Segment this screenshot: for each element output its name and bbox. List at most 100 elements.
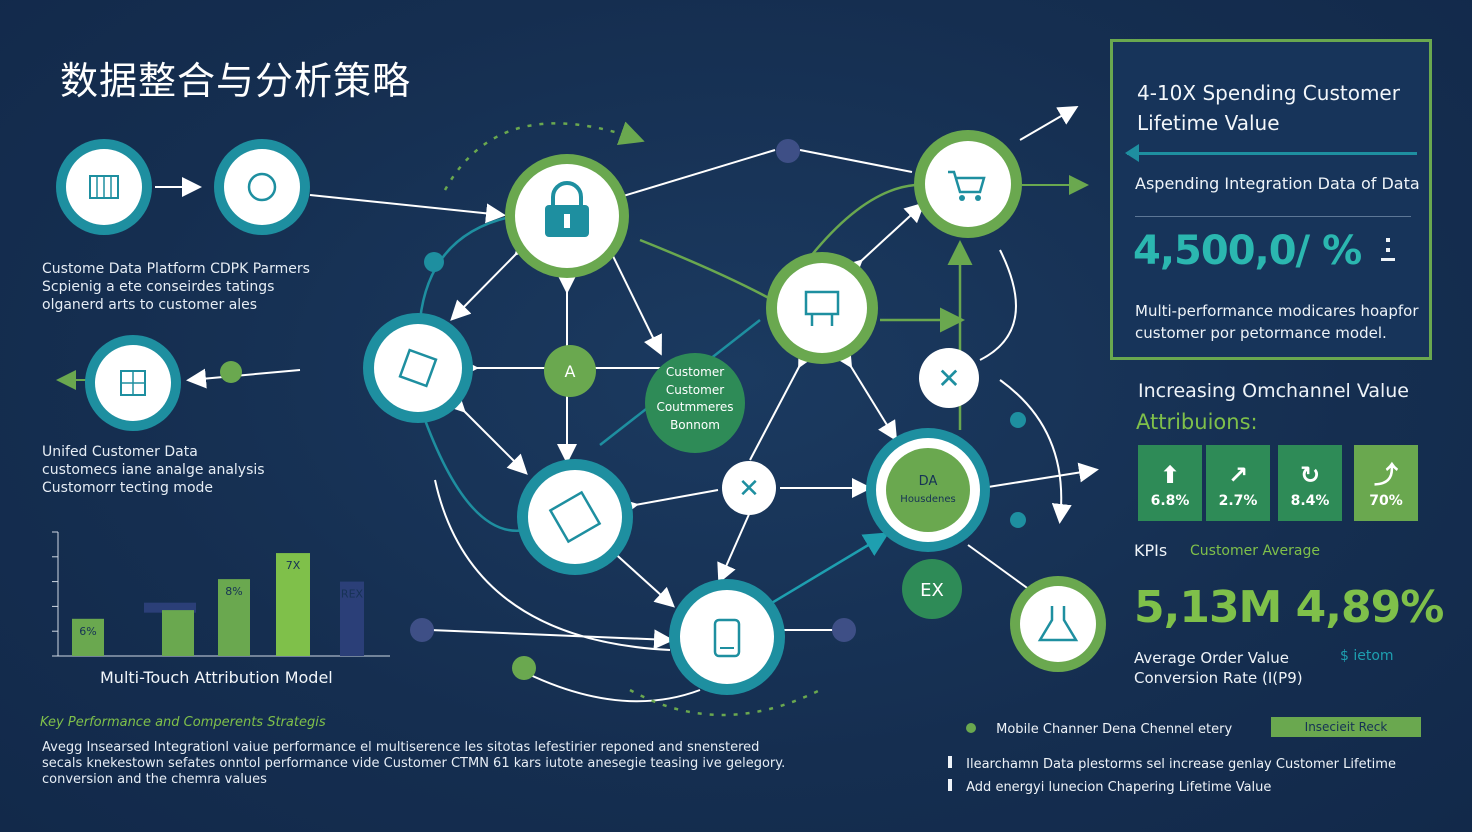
bottom-heading: Key Performance and Comperents Strategis bbox=[40, 715, 326, 730]
node-dx-label-2: Housdenes bbox=[900, 494, 955, 505]
stat-tile-1: ⬆ 6.8% bbox=[1138, 445, 1202, 521]
bottom-line-2: secals knekestown sefates onntol perform… bbox=[42, 756, 786, 771]
bullet-icon bbox=[948, 756, 952, 768]
trend-icon: ⤴ bbox=[1374, 461, 1398, 489]
stat-tile-4-value: 70% bbox=[1369, 493, 1403, 509]
bottom-paragraph: Avegg Insearsed Integrationl vaiue perfo… bbox=[42, 740, 842, 788]
chart-bar bbox=[276, 553, 310, 656]
node-ex-label: EX bbox=[920, 580, 944, 601]
chart-bar-label: 7X bbox=[286, 559, 301, 572]
node-table bbox=[85, 335, 181, 431]
kpi-sub-line-2: Conversion Rate (I(P9) bbox=[1134, 669, 1303, 687]
bullet-2-text: Add energyi lunecion Chapering Lifetime … bbox=[966, 780, 1272, 795]
panel-divider bbox=[1135, 216, 1411, 217]
node-mobile bbox=[669, 579, 785, 695]
dot-node bbox=[832, 618, 856, 642]
chart-bar-label: REX bbox=[341, 588, 364, 601]
stat-tile-3: ↻ 8.4% bbox=[1278, 445, 1342, 521]
stat-tile-1-value: 6.8% bbox=[1150, 493, 1190, 509]
left-text-block-2: Unifed Customer Data customecs iane anal… bbox=[42, 443, 265, 497]
legend-dot-icon bbox=[966, 723, 976, 733]
dot-node bbox=[410, 618, 434, 642]
panel-list-icon bbox=[1381, 238, 1395, 261]
stat-tile-4: ⤴ 70% bbox=[1354, 445, 1418, 521]
left-text-1-line-1: Custome Data Platform CDPK Parmers bbox=[42, 261, 310, 277]
left-text-block-1: Custome Data Platform CDPK Parmers Scpie… bbox=[42, 260, 310, 314]
chart-bar-label: 6% bbox=[79, 625, 96, 638]
omnichannel-heading: Increasing Omchannel Value bbox=[1138, 380, 1410, 402]
left-text-2-line-2: customecs iane analge analysis bbox=[42, 462, 265, 478]
kpi-subtext: Average Order Value Conversion Rate (I(P… bbox=[1134, 648, 1303, 688]
chart-band bbox=[144, 602, 196, 613]
node-cart bbox=[914, 130, 1022, 238]
node-x-2: ✕ bbox=[919, 348, 979, 408]
stat-tile-2: ↗ 2.7% bbox=[1206, 445, 1270, 521]
up-arrow-icon: ⬆ bbox=[1159, 461, 1181, 489]
kpi-sub-side: $ ietom bbox=[1340, 648, 1394, 664]
insight-button[interactable]: Insecieit Reck bbox=[1271, 717, 1421, 737]
node-cloud bbox=[214, 139, 310, 235]
kpi-sub-line-1: Average Order Value bbox=[1134, 649, 1289, 667]
center-label-3: Coutmmeres bbox=[656, 400, 733, 414]
kpi-big-value: 5,13M 4,89% bbox=[1134, 582, 1444, 633]
node-ex: EX bbox=[902, 559, 962, 619]
node-building bbox=[56, 139, 152, 235]
chart-ticks bbox=[52, 531, 58, 657]
chart-bar bbox=[72, 618, 104, 656]
node-x-1: ✕ bbox=[722, 461, 776, 515]
dot-node bbox=[776, 139, 800, 163]
bullet-icon bbox=[948, 779, 952, 791]
chart-bar-labels: 6% 8% 7X REX bbox=[79, 559, 363, 638]
trend-up-icon: ↗ bbox=[1227, 461, 1249, 489]
node-dx-label-1: DA bbox=[919, 474, 938, 489]
svg-text:✕: ✕ bbox=[937, 362, 960, 395]
chart-title: Multi-Touch Attribution Model bbox=[100, 668, 333, 687]
panel-description: Multi-performance modicares hoapfor cust… bbox=[1135, 302, 1419, 342]
dot-node bbox=[512, 656, 536, 680]
page-title: 数据整合与分析策略 bbox=[60, 59, 412, 103]
panel-subtitle: Aspending Integration Data of Data bbox=[1135, 174, 1420, 193]
panel-big-value: 4,500,0/ % bbox=[1133, 228, 1362, 274]
chart-bar-label: 8% bbox=[225, 585, 242, 598]
stat-tile-2-value: 2.7% bbox=[1218, 493, 1258, 509]
clv-panel: 4-10X Spending Customer Lifetime Value A… bbox=[1110, 39, 1432, 360]
node-center: Customer Customer Coutmmeres Bonnom bbox=[645, 353, 745, 453]
node-small-a-label: A bbox=[565, 362, 576, 381]
refresh-icon: ↻ bbox=[1299, 461, 1321, 489]
node-dx: DA Housdenes bbox=[866, 428, 990, 552]
legend-row: Mobile Channer Dena Chennel etery bbox=[966, 722, 1232, 737]
chart-bars bbox=[72, 553, 364, 656]
node-presenter bbox=[766, 252, 878, 364]
panel-title: 4-10X Spending Customer Lifetime Value bbox=[1137, 81, 1400, 135]
panel-divider-line bbox=[1127, 152, 1417, 155]
kpi-label: KPIs bbox=[1134, 541, 1168, 560]
node-lock bbox=[505, 154, 629, 278]
bottom-line-1: Avegg Insearsed Integrationl vaiue perfo… bbox=[42, 740, 760, 755]
dot-node bbox=[424, 252, 444, 272]
bottom-line-3: conversion and the chemra values bbox=[42, 772, 267, 787]
left-text-1-line-3: olganerd arts to customer ales bbox=[42, 297, 258, 313]
left-text-2-line-3: Customorr tecting mode bbox=[42, 480, 214, 496]
node-puzzle bbox=[363, 313, 473, 423]
left-text-1-line-2: Scpienig a ete conseirdes tatings bbox=[42, 279, 275, 295]
node-flask bbox=[1010, 576, 1106, 672]
center-label-4: Bonnom bbox=[670, 418, 720, 432]
attributions-heading: Attribuions: bbox=[1136, 410, 1258, 434]
node-small-a: A bbox=[544, 345, 596, 397]
bullet-2: Add energyi lunecion Chapering Lifetime … bbox=[948, 779, 1271, 795]
legend-label: Mobile Channer Dena Chennel etery bbox=[996, 722, 1233, 737]
dot-node bbox=[220, 361, 242, 383]
node-document bbox=[517, 459, 633, 575]
stat-tile-3-value: 8.4% bbox=[1290, 493, 1330, 509]
dot-node bbox=[1010, 512, 1026, 528]
bullet-1: Ilearchamn Data plestorms sel increase g… bbox=[948, 756, 1396, 772]
chart-bar bbox=[162, 610, 194, 656]
center-label-1: Customer bbox=[666, 365, 724, 379]
colored-connectors bbox=[418, 121, 973, 717]
attribution-bar-chart: 6% 8% 7X REX bbox=[52, 531, 390, 657]
svg-text:✕: ✕ bbox=[738, 474, 760, 504]
chart-bar bbox=[340, 581, 364, 656]
bullet-1-text: Ilearchamn Data plestorms sel increase g… bbox=[966, 757, 1396, 772]
